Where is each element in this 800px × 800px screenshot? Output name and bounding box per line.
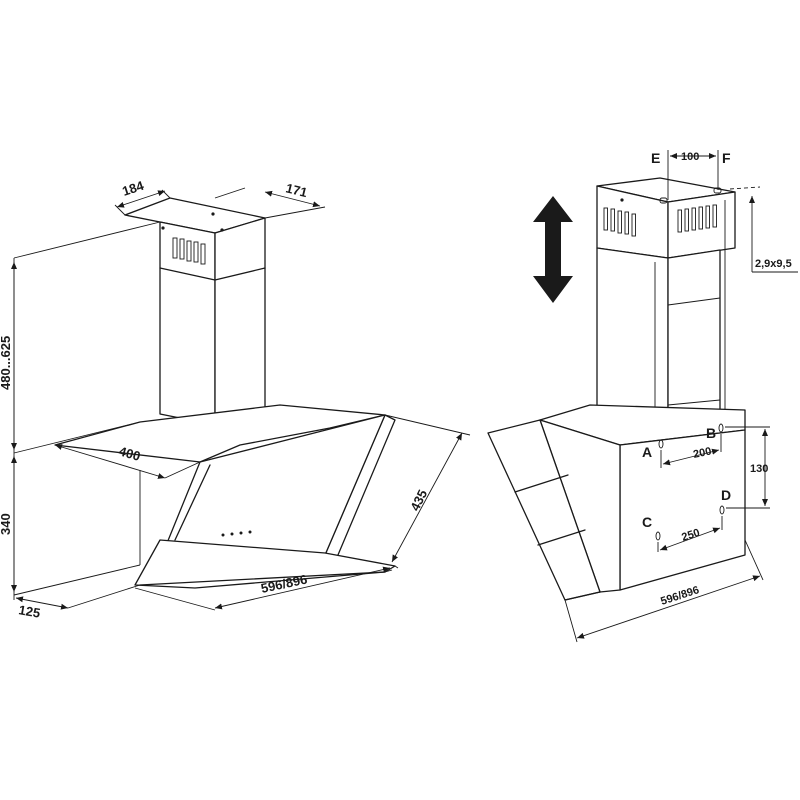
- lower-chimney: [596, 200, 726, 431]
- dim-chimney-width: 171: [214, 180, 326, 219]
- hood-body: [54, 404, 396, 589]
- chimney-vent-slots: [172, 237, 206, 265]
- dim-body-depth: 400: [54, 443, 201, 479]
- label-c: C: [642, 514, 652, 530]
- right-view: E F A B C D 100 2,9x9,5: [487, 150, 798, 643]
- vertical-double-arrow-icon: [533, 196, 573, 303]
- dim-130-label: 130: [750, 463, 768, 475]
- dim-chimney-height: 480...625: [0, 262, 17, 450]
- dim-ab-spacing: 200: [660, 434, 722, 468]
- dim-125-label: 125: [17, 602, 41, 621]
- dim-width-left: 596/896: [134, 566, 393, 611]
- dim-171-label: 171: [284, 180, 309, 200]
- dim-vertical-spacing: 130: [725, 426, 770, 509]
- label-a: A: [642, 444, 652, 460]
- control-buttons: [221, 530, 252, 537]
- label-e: E: [651, 150, 660, 166]
- dim-400-label: 400: [117, 443, 142, 463]
- dim-250-label: 250: [680, 527, 701, 544]
- label-d: D: [721, 487, 731, 503]
- dim-435-label: 435: [407, 487, 430, 513]
- dim-480-625-label: 480...625: [0, 336, 13, 390]
- upper-chimney-frame: [596, 177, 761, 259]
- hood-body-right: [487, 404, 746, 601]
- left-view: 184 171 480...625 340 400: [0, 178, 471, 621]
- dim-screw-label: 2,9x9,5: [755, 258, 792, 270]
- dim-body-height: 340: [0, 456, 17, 592]
- dim-ef-spacing: 100: [667, 150, 719, 200]
- dim-340-label: 340: [0, 513, 13, 535]
- wall-reference-lines: [13, 221, 161, 596]
- label-b: B: [706, 425, 716, 441]
- label-f: F: [722, 150, 731, 166]
- dim-chimney-depth: 184: [114, 178, 171, 216]
- dim-base-depth: 125: [13, 584, 141, 621]
- dim-596-896-right-label: 596/896: [659, 584, 701, 608]
- dim-100-label: 100: [681, 151, 699, 163]
- dim-200-label: 200: [692, 445, 712, 461]
- dim-screw: 2,9x9,5: [749, 196, 798, 273]
- chimney: [124, 197, 266, 426]
- dim-glass-height: 435: [384, 414, 471, 569]
- dim-184-label: 184: [120, 178, 146, 199]
- dim-cd-spacing: 250: [657, 516, 723, 552]
